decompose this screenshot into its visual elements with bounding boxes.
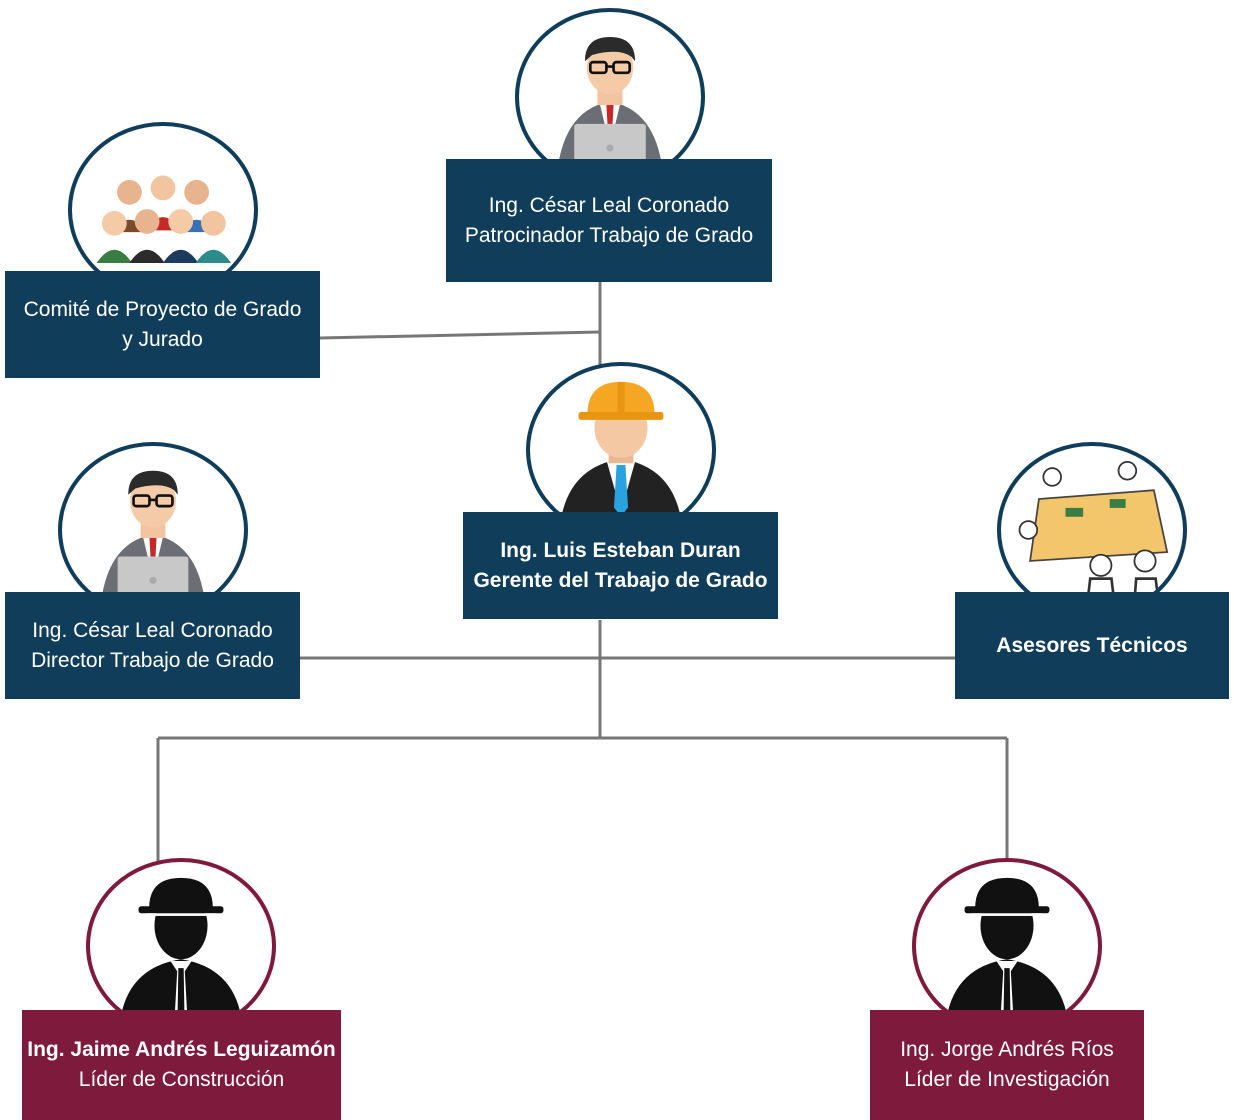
manager-role: Gerente del Trabajo de Grado [473, 568, 768, 592]
group-people-icon [96, 175, 232, 264]
silhouette-helmet-icon [119, 877, 243, 1030]
committee-line1: Comité de Proyecto de Grado [23, 297, 302, 321]
research-lead-role: Líder de Investigación [904, 1068, 1110, 1091]
research-lead-name: Ing. Jorge Andrés Ríos [900, 1038, 1114, 1061]
research-lead-avatar [912, 858, 1102, 1034]
director-role: Director Trabajo de Grado [31, 648, 274, 672]
advisors-avatar [997, 442, 1187, 618]
construction-lead-name: Ing. Jaime Andrés Leguizamón [27, 1038, 336, 1061]
sponsor-box: Ing. César Leal Coronado Patrocinador Tr… [446, 159, 772, 282]
director-box: Ing. César Leal Coronado Director Trabaj… [5, 592, 300, 699]
sponsor-role: Patrocinador Trabajo de Grado [464, 223, 754, 247]
construction-lead-box: Ing. Jaime Andrés Leguizamón Líder de Co… [22, 1010, 341, 1120]
advisors-label: Asesores Técnicos [996, 633, 1188, 657]
connector-committee [319, 330, 601, 340]
person-laptop-icon [99, 470, 207, 614]
advisors-box: Asesores Técnicos [955, 592, 1229, 699]
sponsor-name: Ing. César Leal Coronado [488, 193, 730, 217]
construction-lead-avatar [86, 858, 276, 1034]
committee-box: Comité de Proyecto de Grado y Jurado [5, 271, 320, 378]
manager-box: Ing. Luis Esteban Duran Gerente del Trab… [463, 512, 778, 619]
engineer-hardhat-icon [559, 381, 683, 534]
silhouette-helmet-icon [945, 877, 1069, 1030]
director-avatar [58, 442, 248, 618]
research-lead-box: Ing. Jorge Andrés Ríos Líder de Investig… [870, 1010, 1144, 1120]
director-name: Ing. César Leal Coronado [32, 618, 273, 642]
committee-avatar [68, 122, 258, 298]
meeting-table-icon [1018, 461, 1169, 601]
committee-line2: y Jurado [122, 327, 203, 351]
person-laptop-icon [556, 37, 664, 182]
manager-name: Ing. Luis Esteban Duran [500, 538, 741, 562]
construction-lead-role: Líder de Construcción [78, 1068, 285, 1091]
